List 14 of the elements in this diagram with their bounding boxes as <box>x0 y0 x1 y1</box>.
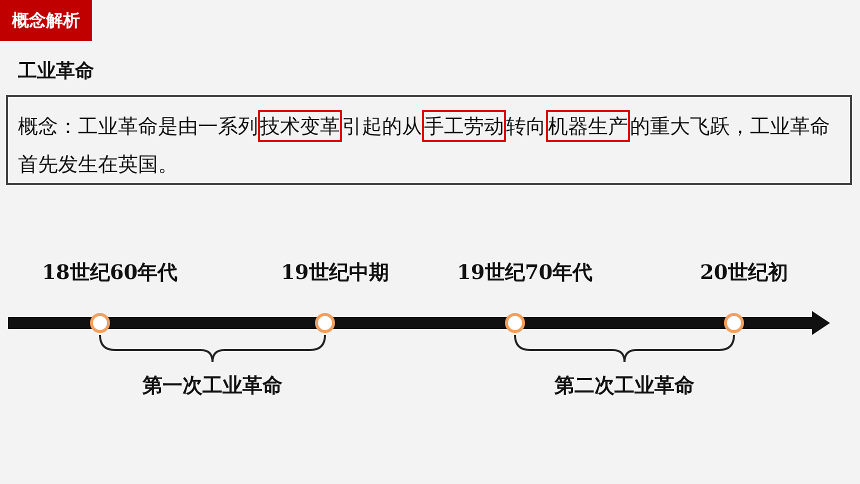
timeline-dot <box>315 313 335 333</box>
date-label: 18世纪60年代 <box>42 259 178 286</box>
section-heading: 工业革命 <box>18 59 94 84</box>
date-label: 19世纪70年代 <box>457 259 593 286</box>
date-label: 20世纪初 <box>700 259 788 286</box>
concept-box <box>6 95 852 185</box>
date-label: 19世纪中期 <box>281 259 389 286</box>
timeline-dot <box>90 313 110 333</box>
era-label: 第二次工业革命 <box>554 372 694 399</box>
concept-text: 概念：工业革命是由一系列技术变革引起的从手工劳动转向机器生产的重大飞跃，工业革命首先发生在英国。 <box>18 107 840 183</box>
timeline-dot <box>724 313 744 333</box>
title-tag: 概念解析 <box>0 0 92 41</box>
era-label: 第一次工业革命 <box>142 372 282 399</box>
timeline-dot <box>505 313 525 333</box>
